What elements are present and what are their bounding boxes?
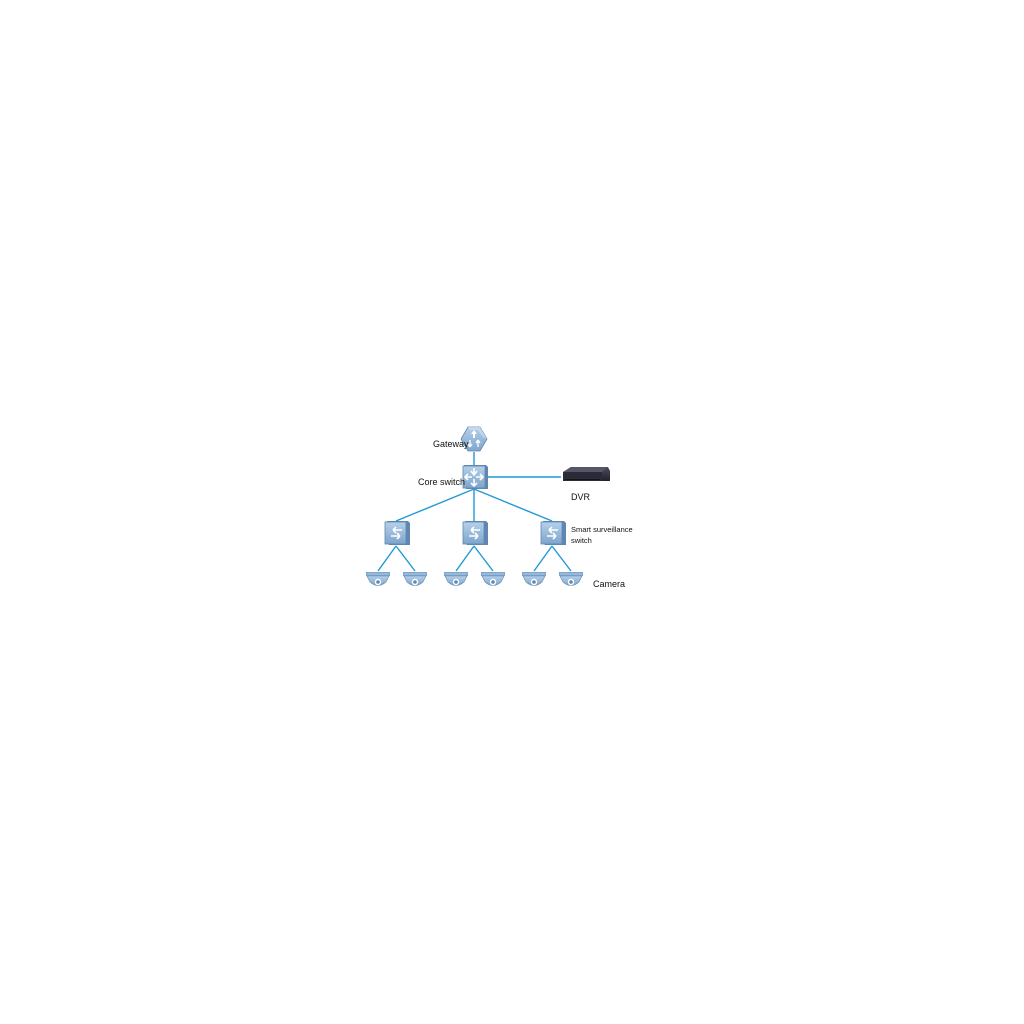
dvr-icon bbox=[563, 467, 610, 481]
link-switch3-camera-6 bbox=[551, 545, 572, 572]
dome-camera-icon bbox=[403, 572, 427, 586]
dome-camera-icon bbox=[522, 572, 546, 586]
link-switch1-camera-2 bbox=[395, 545, 416, 572]
core-switch-icon bbox=[462, 465, 488, 489]
switch-icon bbox=[462, 521, 488, 545]
link-switch1-camera-1 bbox=[377, 545, 397, 572]
link-core-switch-3 bbox=[473, 488, 553, 522]
dome-camera-icon bbox=[444, 572, 468, 586]
gateway-icon bbox=[460, 426, 488, 452]
dome-camera-icon bbox=[366, 572, 390, 586]
dome-camera-icon bbox=[481, 572, 505, 586]
smart-switch-label-line1: Smart surveillance bbox=[571, 525, 633, 534]
link-switch2-camera-3 bbox=[455, 545, 475, 572]
links bbox=[377, 452, 572, 572]
switch-icon bbox=[384, 521, 410, 545]
link-switch2-camera-4 bbox=[473, 545, 494, 572]
switch-icon bbox=[540, 521, 566, 545]
core-switch-label: Core switch bbox=[418, 477, 465, 487]
smart-switch-label-line2: switch bbox=[571, 536, 592, 545]
camera-label: Camera bbox=[593, 579, 625, 589]
dvr-label: DVR bbox=[571, 492, 591, 502]
link-switch3-camera-5 bbox=[533, 545, 553, 572]
link-core-switch-1 bbox=[395, 488, 475, 522]
dome-camera-icon bbox=[559, 572, 583, 586]
gateway-label: Gateway bbox=[433, 439, 469, 449]
